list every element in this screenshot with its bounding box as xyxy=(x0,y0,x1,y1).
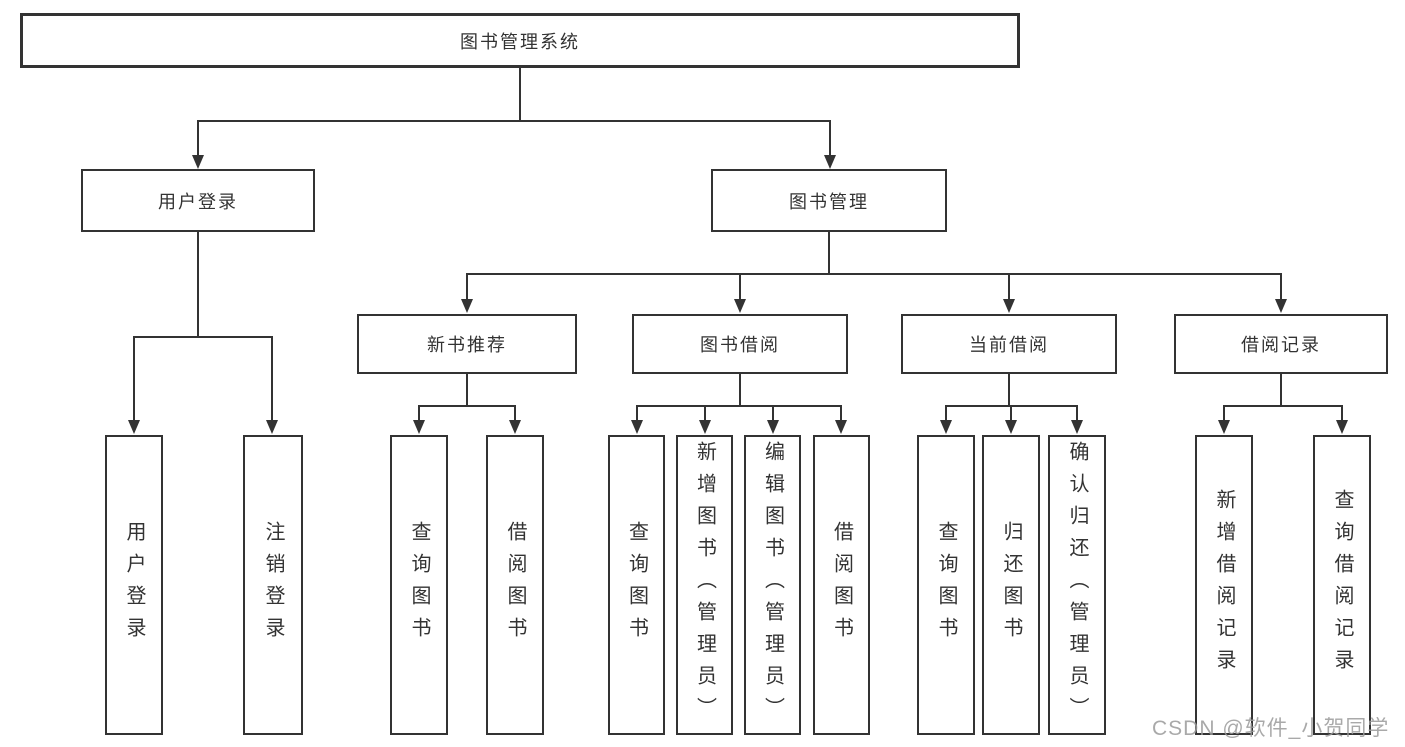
connector-vline xyxy=(1280,273,1282,300)
leaf-query-books-borrow: 查询图书 xyxy=(608,435,665,735)
connector-hline xyxy=(636,405,842,407)
connector-vline xyxy=(828,232,830,273)
leaf-label: 编辑图书（管理员） xyxy=(761,441,784,729)
leaf-query-books-recommend: 查询图书 xyxy=(390,435,448,735)
leaf-label: 确认归还（管理员） xyxy=(1066,441,1088,729)
leaf-logout: 注销登录 xyxy=(243,435,303,735)
leaf-label: 新增图书（管理员） xyxy=(693,441,716,729)
leaf-label: 归还图书 xyxy=(1000,521,1022,649)
connector-hline xyxy=(133,336,273,338)
connector-hline xyxy=(466,273,1282,275)
connector-vline xyxy=(1008,273,1010,300)
node-current-borrow: 当前借阅 xyxy=(901,314,1117,374)
connector-hline xyxy=(1223,405,1343,407)
connector-vline xyxy=(772,405,774,421)
leaf-return-book: 归还图书 xyxy=(982,435,1040,735)
connector-vline xyxy=(133,336,135,420)
node-book-management: 图书管理 xyxy=(711,169,947,232)
arrowhead-down-icon xyxy=(128,420,140,434)
node-label: 图书借阅 xyxy=(700,335,780,355)
arrowhead-down-icon xyxy=(461,299,473,313)
arrowhead-down-icon xyxy=(266,420,278,434)
leaf-query-books-current: 查询图书 xyxy=(917,435,975,735)
arrowhead-down-icon xyxy=(835,420,847,434)
connector-vline xyxy=(466,273,468,300)
arrowhead-down-icon xyxy=(1005,420,1017,434)
leaf-edit-book-admin: 编辑图书（管理员） xyxy=(744,435,801,735)
node-new-book-recommend: 新书推荐 xyxy=(357,314,577,374)
node-label: 图书管理 xyxy=(789,191,869,212)
connector-vline xyxy=(197,120,199,156)
leaf-add-borrow-record: 新增借阅记录 xyxy=(1195,435,1253,735)
connector-vline xyxy=(636,405,638,421)
connector-vline xyxy=(704,405,706,421)
arrowhead-down-icon xyxy=(1275,299,1287,313)
arrowhead-down-icon xyxy=(1071,420,1083,434)
connector-vline xyxy=(1223,405,1225,421)
node-label: 当前借阅 xyxy=(969,335,1049,355)
leaf-label: 新增借阅记录 xyxy=(1213,489,1235,681)
connector-vline xyxy=(840,405,842,421)
connector-vline xyxy=(1008,373,1010,405)
leaf-query-borrow-record: 查询借阅记录 xyxy=(1313,435,1371,735)
leaf-confirm-return-admin: 确认归还（管理员） xyxy=(1048,435,1106,735)
arrowhead-down-icon xyxy=(824,155,836,169)
connector-vline xyxy=(1076,405,1078,421)
leaf-label: 查询借阅记录 xyxy=(1331,489,1353,681)
arrowhead-down-icon xyxy=(192,155,204,169)
connector-vline xyxy=(945,405,947,421)
connector-vline xyxy=(271,336,273,420)
leaf-borrow-books-recommend: 借阅图书 xyxy=(486,435,544,735)
node-label: 图书管理系统 xyxy=(460,31,580,52)
leaf-borrow-books: 借阅图书 xyxy=(813,435,870,735)
connector-vline xyxy=(739,373,741,405)
connector-vline xyxy=(197,232,199,336)
leaf-add-book-admin: 新增图书（管理员） xyxy=(676,435,733,735)
watermark-csdn: CSDN @软件_小贺同学 xyxy=(1152,717,1390,740)
node-label: 用户登录 xyxy=(158,191,238,212)
node-label: 借阅记录 xyxy=(1241,335,1321,355)
connector-vline xyxy=(418,405,420,421)
leaf-label: 注销登录 xyxy=(262,521,284,649)
node-label: 新书推荐 xyxy=(427,335,507,355)
node-library-system: 图书管理系统 xyxy=(20,13,1020,68)
connector-vline xyxy=(1010,405,1012,421)
connector-vline xyxy=(739,273,741,300)
connector-vline xyxy=(829,120,831,156)
connector-vline xyxy=(514,405,516,421)
arrowhead-down-icon xyxy=(699,420,711,434)
arrowhead-down-icon xyxy=(767,420,779,434)
connector-hline xyxy=(418,405,516,407)
leaf-label: 借阅图书 xyxy=(504,521,526,649)
connector-vline xyxy=(519,68,521,120)
leaf-user-login: 用户登录 xyxy=(105,435,163,735)
leaf-label: 查询图书 xyxy=(408,521,430,649)
arrowhead-down-icon xyxy=(1336,420,1348,434)
node-book-borrow: 图书借阅 xyxy=(632,314,848,374)
node-borrow-records: 借阅记录 xyxy=(1174,314,1388,374)
arrowhead-down-icon xyxy=(940,420,952,434)
arrowhead-down-icon xyxy=(509,420,521,434)
node-user-login: 用户登录 xyxy=(81,169,315,232)
arrowhead-down-icon xyxy=(413,420,425,434)
connector-vline xyxy=(466,373,468,405)
arrowhead-down-icon xyxy=(1003,299,1015,313)
leaf-label: 查询图书 xyxy=(625,521,648,649)
connector-vline xyxy=(1341,405,1343,421)
leaf-label: 用户登录 xyxy=(123,521,145,649)
arrowhead-down-icon xyxy=(1218,420,1230,434)
leaf-label: 查询图书 xyxy=(935,521,957,649)
arrowhead-down-icon xyxy=(734,299,746,313)
leaf-label: 借阅图书 xyxy=(830,521,853,649)
connector-vline xyxy=(1280,373,1282,405)
connector-hline xyxy=(197,120,831,122)
arrowhead-down-icon xyxy=(631,420,643,434)
